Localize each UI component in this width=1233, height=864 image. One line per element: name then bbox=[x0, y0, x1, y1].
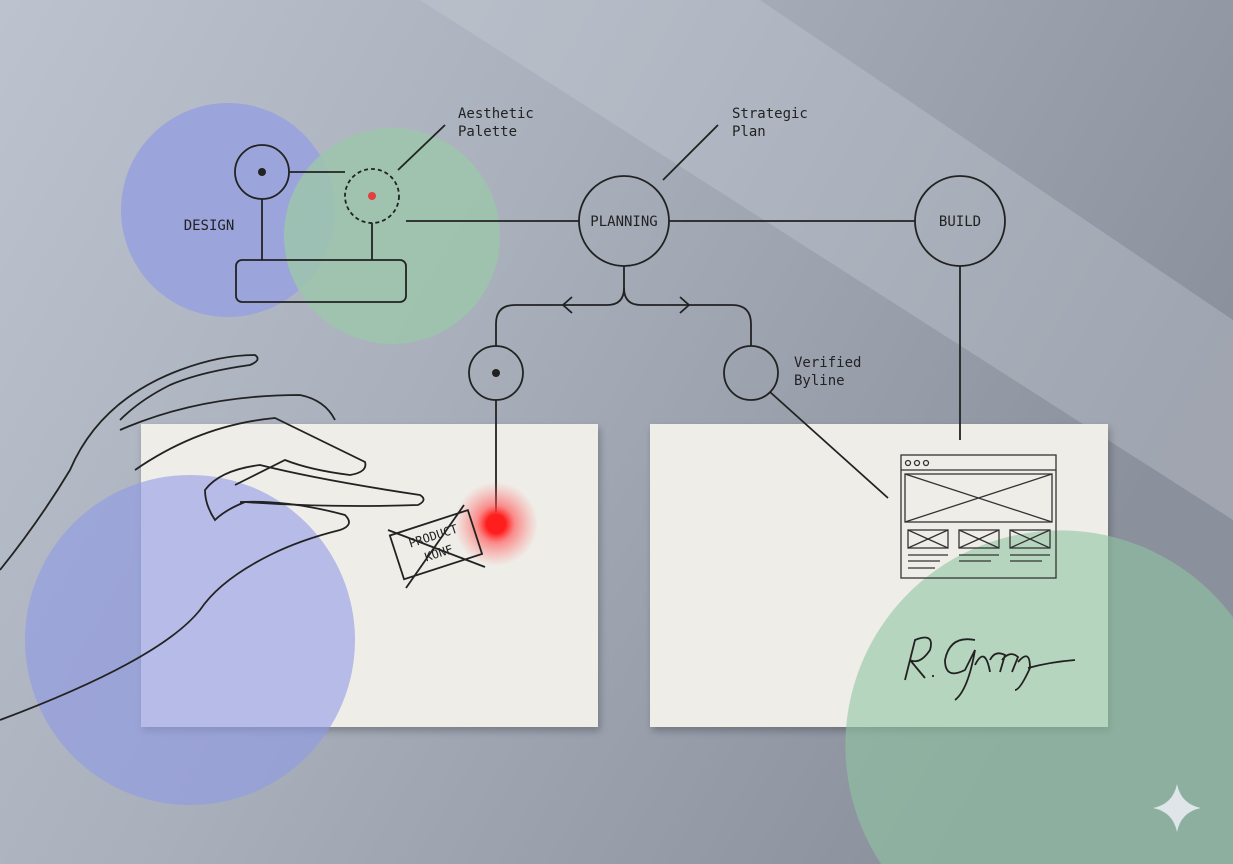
arrow-right-icon bbox=[679, 296, 691, 314]
verified-label-1: Verified bbox=[794, 355, 861, 371]
aesthetic-label-2: Palette bbox=[458, 124, 517, 140]
dot-icon bbox=[258, 168, 266, 176]
light-beam bbox=[420, 0, 1233, 520]
verified-label-2: Byline bbox=[794, 373, 845, 389]
planning-label: PLANNING bbox=[590, 214, 657, 230]
wireframe-layout-icon bbox=[900, 454, 1057, 579]
red-dot-icon bbox=[368, 192, 376, 200]
build-label: BUILD bbox=[939, 214, 981, 230]
aesthetic-label-1: Aesthetic bbox=[458, 106, 534, 122]
bottom-blue-circle bbox=[25, 475, 355, 805]
design-blue-circle bbox=[121, 103, 335, 317]
arrow-left-icon bbox=[561, 296, 573, 314]
strategic-label-2: Plan bbox=[732, 124, 766, 140]
strategic-label-1: Strategic bbox=[732, 106, 808, 122]
sparkle-icon bbox=[1153, 784, 1201, 832]
bottom-green-circle bbox=[845, 530, 1233, 864]
hand-with-pen-icon bbox=[0, 354, 425, 721]
design-base-block bbox=[235, 259, 407, 303]
palette-green-circle bbox=[284, 128, 500, 344]
design-label: DESIGN bbox=[184, 218, 235, 234]
signature bbox=[904, 636, 1076, 701]
verified-node bbox=[723, 345, 779, 401]
